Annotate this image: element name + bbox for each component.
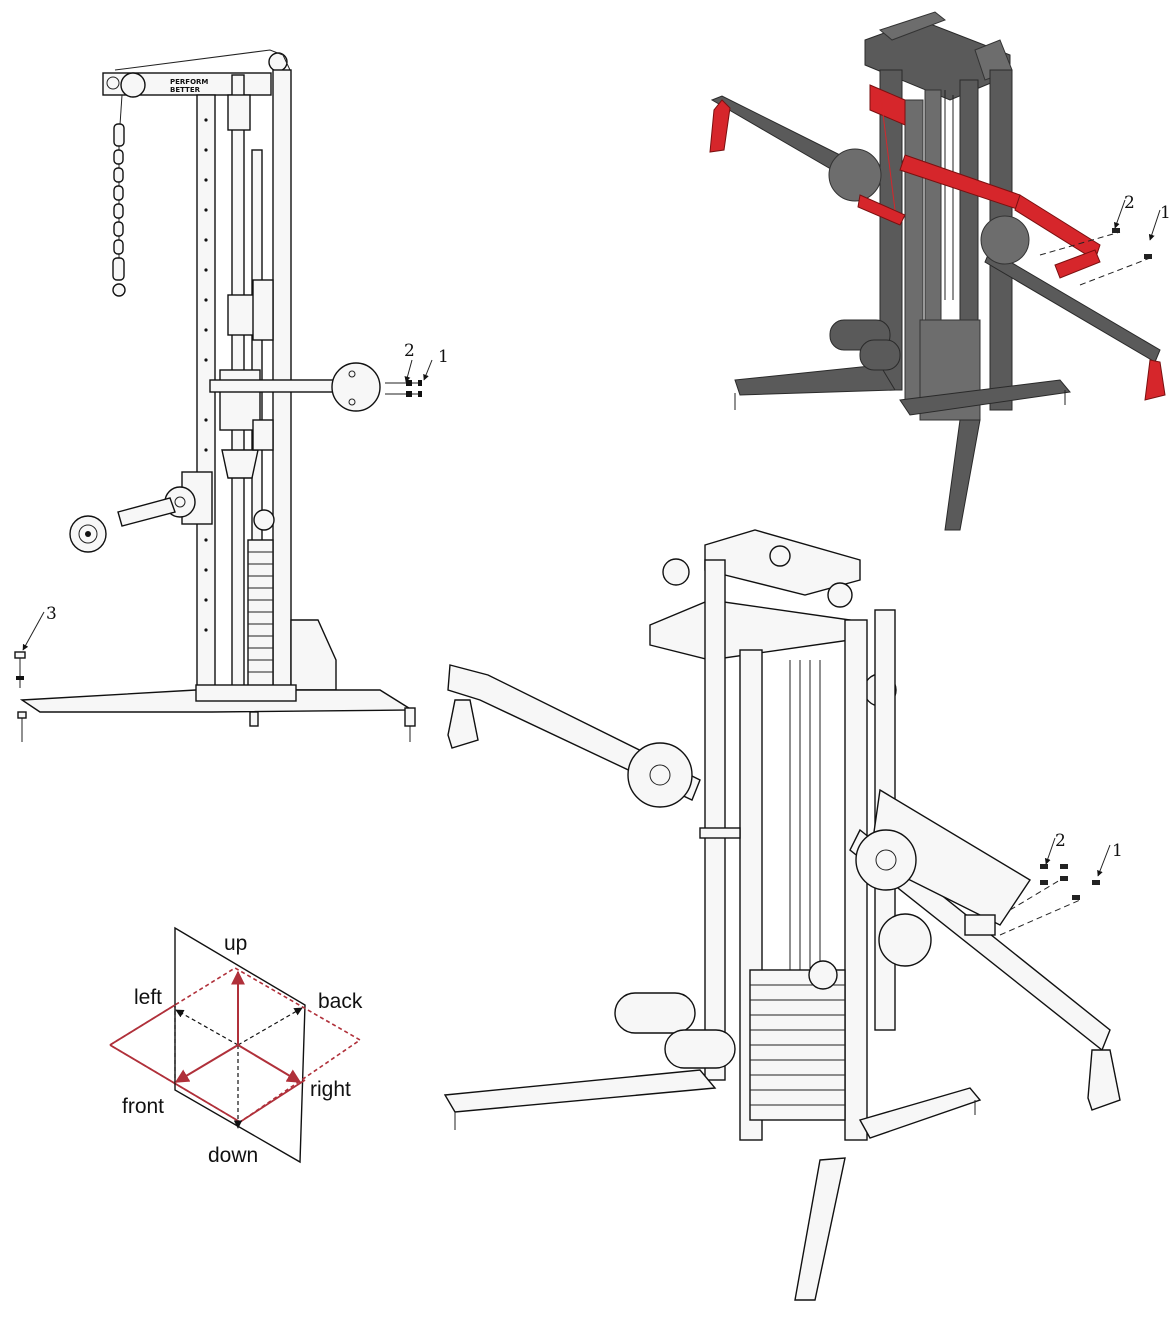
brand-plate-line2: BETTER [170, 86, 201, 94]
brand-plate-line1: PERFORM [170, 78, 208, 86]
highlight-view: 2 1 [709, 11, 1171, 531]
callout-2-iso: 2 [1055, 831, 1066, 851]
side-arm-disc [331, 362, 381, 412]
callout-1-iso: 1 [1112, 841, 1123, 861]
upright-holes [204, 118, 208, 632]
hanging-chain [112, 94, 126, 297]
callout-1-red: 1 [1160, 203, 1171, 223]
iso-leg-pad-1 [614, 992, 696, 1034]
iso-leg-pad-2 [664, 1029, 736, 1069]
callout-2-side: 2 [404, 341, 415, 361]
iso-right-handle [1087, 1049, 1121, 1111]
iso-base-leg-front [794, 1157, 846, 1301]
top-pulley-main [120, 72, 146, 98]
callout-3-side: 3 [46, 604, 57, 624]
part-3-bolt [14, 651, 26, 688]
iso-left-handle [447, 699, 479, 749]
upright-left [196, 94, 216, 698]
iso-base-leg-left [443, 1069, 717, 1113]
dir-label-back: back [318, 990, 363, 1013]
callout-1-side: 1 [438, 347, 449, 367]
side-arm [209, 379, 341, 393]
direction-key: up left back right front down [108, 926, 363, 1167]
upper-carriage [227, 94, 251, 131]
lower-swing-arm [117, 497, 176, 527]
red-handle-right [1144, 359, 1166, 401]
iso-upright-1 [704, 559, 726, 1081]
top-pulley-left [106, 76, 120, 90]
weight-stack [247, 539, 274, 689]
dir-label-left: left [134, 986, 162, 1009]
rear-gusset [290, 619, 337, 691]
red-handle-left [709, 99, 731, 153]
callout-2-red: 2 [1124, 193, 1135, 213]
dir-label-up: up [224, 932, 247, 955]
top-pulley-right [268, 52, 288, 72]
dir-label-right: right [310, 1078, 351, 1101]
side-view: PERFORM BETTER [14, 49, 449, 742]
iso-view: 2 1 [443, 529, 1123, 1301]
front-leg-gray [944, 419, 981, 531]
dir-label-front: front [122, 1095, 164, 1118]
top-beam [102, 72, 272, 96]
dir-label-down: down [208, 1144, 258, 1167]
side-hardware [385, 380, 422, 397]
iso-angle-disc [855, 829, 917, 891]
